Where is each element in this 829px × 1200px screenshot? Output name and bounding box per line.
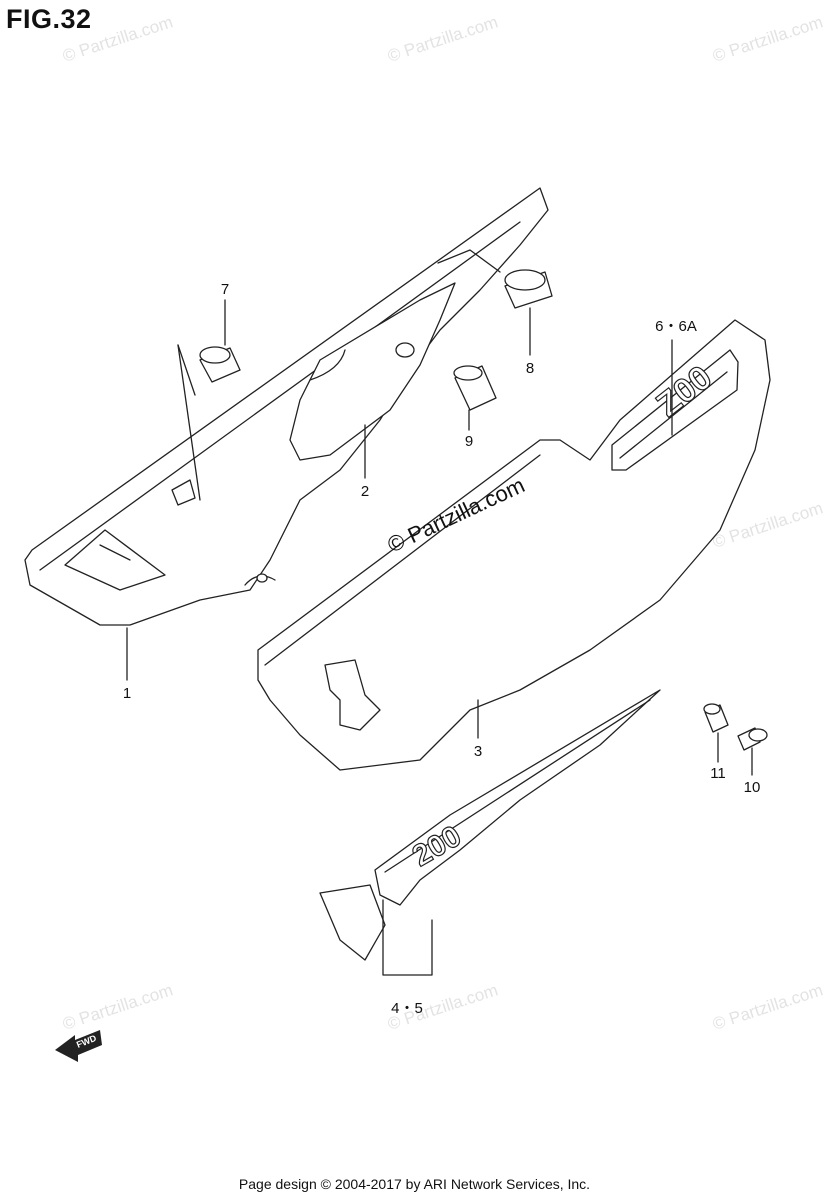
part-11-nut[interactable] [703, 703, 729, 733]
stud-bolt [171, 479, 196, 506]
watermark: © Partzilla.com [710, 12, 825, 65]
page-footer: Page design © 2004-2017 by ARI Network S… [238, 1176, 591, 1192]
callout-1: 1 [123, 685, 131, 702]
watermark: © Partzilla.com [60, 980, 175, 1033]
fwd-arrow-icon: FWD [55, 1030, 102, 1062]
callout-10: 10 [744, 779, 761, 796]
callout-6-6a: 6・6A [655, 318, 697, 335]
part-7-grommet[interactable] [199, 346, 241, 383]
part-6-side-decal[interactable]: Z00 [611, 349, 739, 471]
callout-2: 2 [361, 483, 369, 500]
watermark: © Partzilla.com [385, 12, 500, 65]
figure-title: FIG.32 [6, 4, 92, 34]
watermark: © Partzilla.com [710, 980, 825, 1033]
part-9-collar[interactable] [453, 365, 497, 411]
callout-labels: 7 8 9 2 1 3 6・6A 11 10 4・5 [123, 281, 761, 1017]
watermark: © Partzilla.com [60, 12, 175, 65]
callout-8: 8 [526, 360, 534, 377]
leader-lines [126, 299, 753, 976]
callout-9: 9 [465, 433, 473, 450]
part-1-frame-cover[interactable] [24, 187, 549, 626]
callout-7: 7 [221, 281, 229, 298]
part-2-inner-cover[interactable] [289, 282, 456, 461]
callout-4-5: 4・5 [391, 1000, 423, 1017]
part-8-grommet[interactable] [504, 269, 553, 309]
callout-11: 11 [710, 765, 726, 782]
callout-3: 3 [474, 743, 482, 760]
part-10-bolt[interactable] [737, 727, 768, 751]
